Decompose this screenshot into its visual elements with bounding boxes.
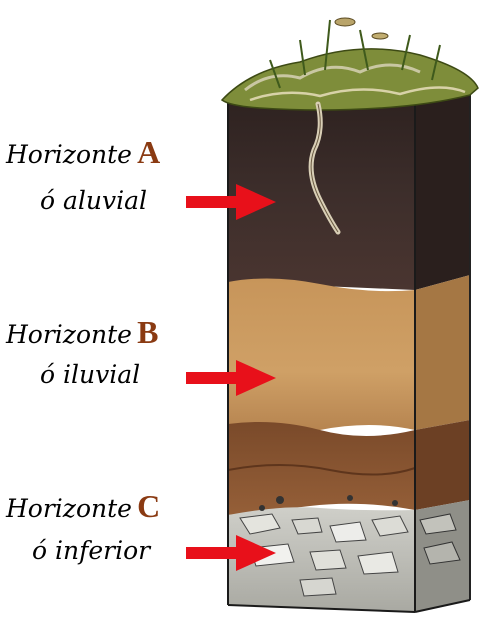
horizon-c-subtitle: ó inferior — [32, 536, 150, 565]
horizon-b-prefix: Horizonte — [6, 320, 132, 349]
horizon-a-letter: A — [137, 134, 160, 170]
horizon-b-layer — [228, 278, 415, 433]
horizon-a-title: Horizonte A — [6, 134, 160, 171]
grass-top — [222, 18, 478, 110]
horizon-b-title: Horizonte B — [6, 314, 158, 351]
horizon-c-title: Horizonte C — [6, 488, 160, 525]
horizon-a-prefix: Horizonte — [6, 140, 132, 169]
horizon-c-prefix: Horizonte — [6, 494, 132, 523]
horizon-b-subtitle: ó iluvial — [40, 360, 140, 389]
horizon-a-subtitle: ó aluvial — [40, 186, 147, 215]
horizon-c-letter: C — [137, 488, 160, 524]
horizon-b-lower-band — [228, 422, 415, 515]
horizon-b-letter: B — [137, 314, 158, 350]
column-side-face — [415, 85, 470, 612]
